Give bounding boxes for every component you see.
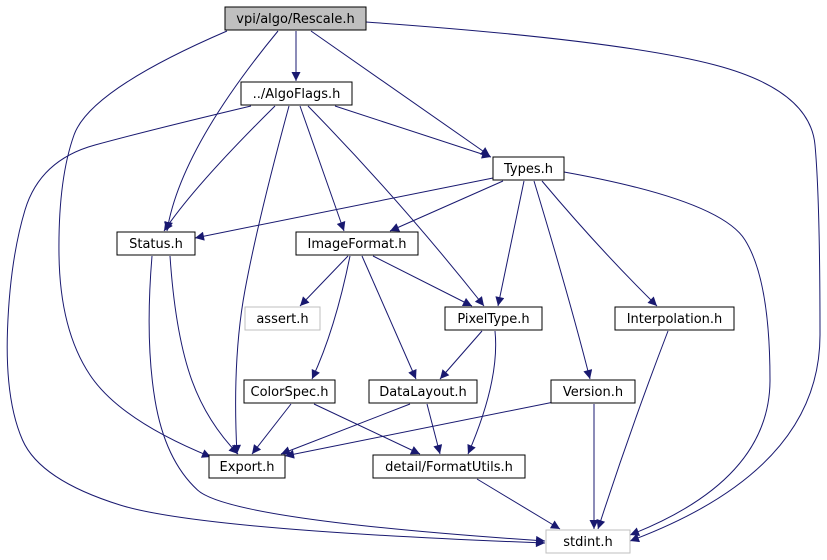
edge-rescale-to-export	[58, 30, 228, 458]
node-algoflags[interactable]: ../AlgoFlags.h	[240, 81, 353, 106]
edge-rescale-to-types	[310, 30, 491, 157]
node-box-stdint	[545, 529, 631, 554]
node-label-pixeltype: PixelType.h	[457, 312, 529, 327]
edge-types-to-pixeltype	[495, 180, 525, 307]
edge-interpolation-to-stdint	[596, 330, 669, 530]
edge-datalayout-to-export	[280, 403, 411, 455]
edge-version-to-export	[284, 401, 555, 459]
node-box-colorspec	[243, 379, 336, 404]
node-box-status	[116, 231, 196, 256]
node-label-interpolation: Interpolation.h	[627, 312, 723, 327]
node-export[interactable]: Export.h	[208, 454, 286, 479]
node-box-assert	[244, 306, 321, 331]
edge-status-to-stdint	[148, 255, 546, 545]
node-stdint[interactable]: stdint.h	[545, 529, 631, 554]
node-interpolation[interactable]: Interpolation.h	[614, 306, 735, 331]
edge-imageformat-to-colorspec	[311, 255, 351, 380]
node-label-imageformat: ImageFormat.h	[308, 237, 407, 252]
edge-pixeltype-to-formatutils	[467, 330, 497, 455]
node-box-algoflags	[240, 81, 353, 106]
edge-colorspec-to-formatutils	[313, 403, 421, 455]
node-box-formatutils	[372, 454, 526, 479]
node-imageformat[interactable]: ImageFormat.h	[295, 231, 419, 256]
edge-pixeltype-to-datalayout	[439, 330, 483, 380]
node-label-version: Version.h	[563, 385, 623, 400]
node-box-version	[550, 379, 636, 404]
edge-algoflags-to-export	[232, 105, 290, 455]
node-box-export	[208, 454, 286, 479]
node-assert[interactable]: assert.h	[244, 306, 321, 331]
node-pixeltype[interactable]: PixelType.h	[444, 306, 543, 331]
node-formatutils[interactable]: detail/FormatUtils.h	[372, 454, 526, 479]
node-label-formatutils: detail/FormatUtils.h	[385, 460, 513, 475]
edge-algoflags-to-imageformat	[299, 105, 346, 232]
edge-imageformat-to-pixeltype	[372, 255, 473, 307]
node-label-status: Status.h	[129, 237, 183, 252]
node-datalayout[interactable]: DataLayout.h	[368, 379, 478, 404]
edge-algoflags-to-pixeltype	[307, 105, 485, 307]
edge-types-to-interpolation	[541, 180, 658, 307]
node-box-datalayout	[368, 379, 478, 404]
node-status[interactable]: Status.h	[116, 231, 196, 256]
node-label-rescale: vpi/algo/Rescale.h	[236, 12, 354, 27]
edge-formatutils-to-stdint	[476, 478, 561, 530]
node-rescale[interactable]: vpi/algo/Rescale.h	[224, 6, 367, 31]
edge-algoflags-to-stdint	[6, 105, 546, 548]
node-label-assert: assert.h	[256, 312, 308, 327]
edge-rescale-to-stdint	[365, 21, 821, 543]
edge-types-to-imageformat	[389, 180, 504, 232]
edge-datalayout-to-formatutils	[426, 403, 443, 455]
edge-types-to-version	[533, 180, 593, 380]
edge-imageformat-to-assert	[299, 255, 349, 307]
node-box-interpolation	[614, 306, 735, 331]
edge-layer	[6, 21, 821, 548]
edge-types-to-stdint	[563, 171, 771, 536]
node-types[interactable]: Types.h	[492, 156, 565, 181]
node-label-stdint: stdint.h	[563, 535, 612, 550]
edge-algoflags-to-status	[163, 105, 276, 232]
node-label-export: Export.h	[220, 460, 275, 475]
edge-algoflags-to-types	[334, 105, 492, 159]
node-box-rescale	[224, 6, 367, 31]
node-box-pixeltype	[444, 306, 543, 331]
node-box-imageformat	[295, 231, 419, 256]
edge-status-to-export	[169, 255, 239, 455]
edge-types-to-status	[194, 177, 494, 241]
node-label-types: Types.h	[503, 162, 553, 177]
node-label-colorspec: ColorSpec.h	[251, 385, 329, 400]
edge-colorspec-to-export	[251, 403, 292, 455]
node-version[interactable]: Version.h	[550, 379, 636, 404]
node-layer: vpi/algo/Rescale.h ../AlgoFlags.hTypes.hS…	[116, 6, 735, 554]
edge-imageformat-to-datalayout	[361, 255, 417, 380]
node-box-types	[492, 156, 565, 181]
edge-rescale-to-status	[163, 30, 279, 232]
node-colorspec[interactable]: ColorSpec.h	[243, 379, 336, 404]
node-label-algoflags: ../AlgoFlags.h	[253, 87, 341, 102]
node-label-datalayout: DataLayout.h	[379, 385, 467, 400]
